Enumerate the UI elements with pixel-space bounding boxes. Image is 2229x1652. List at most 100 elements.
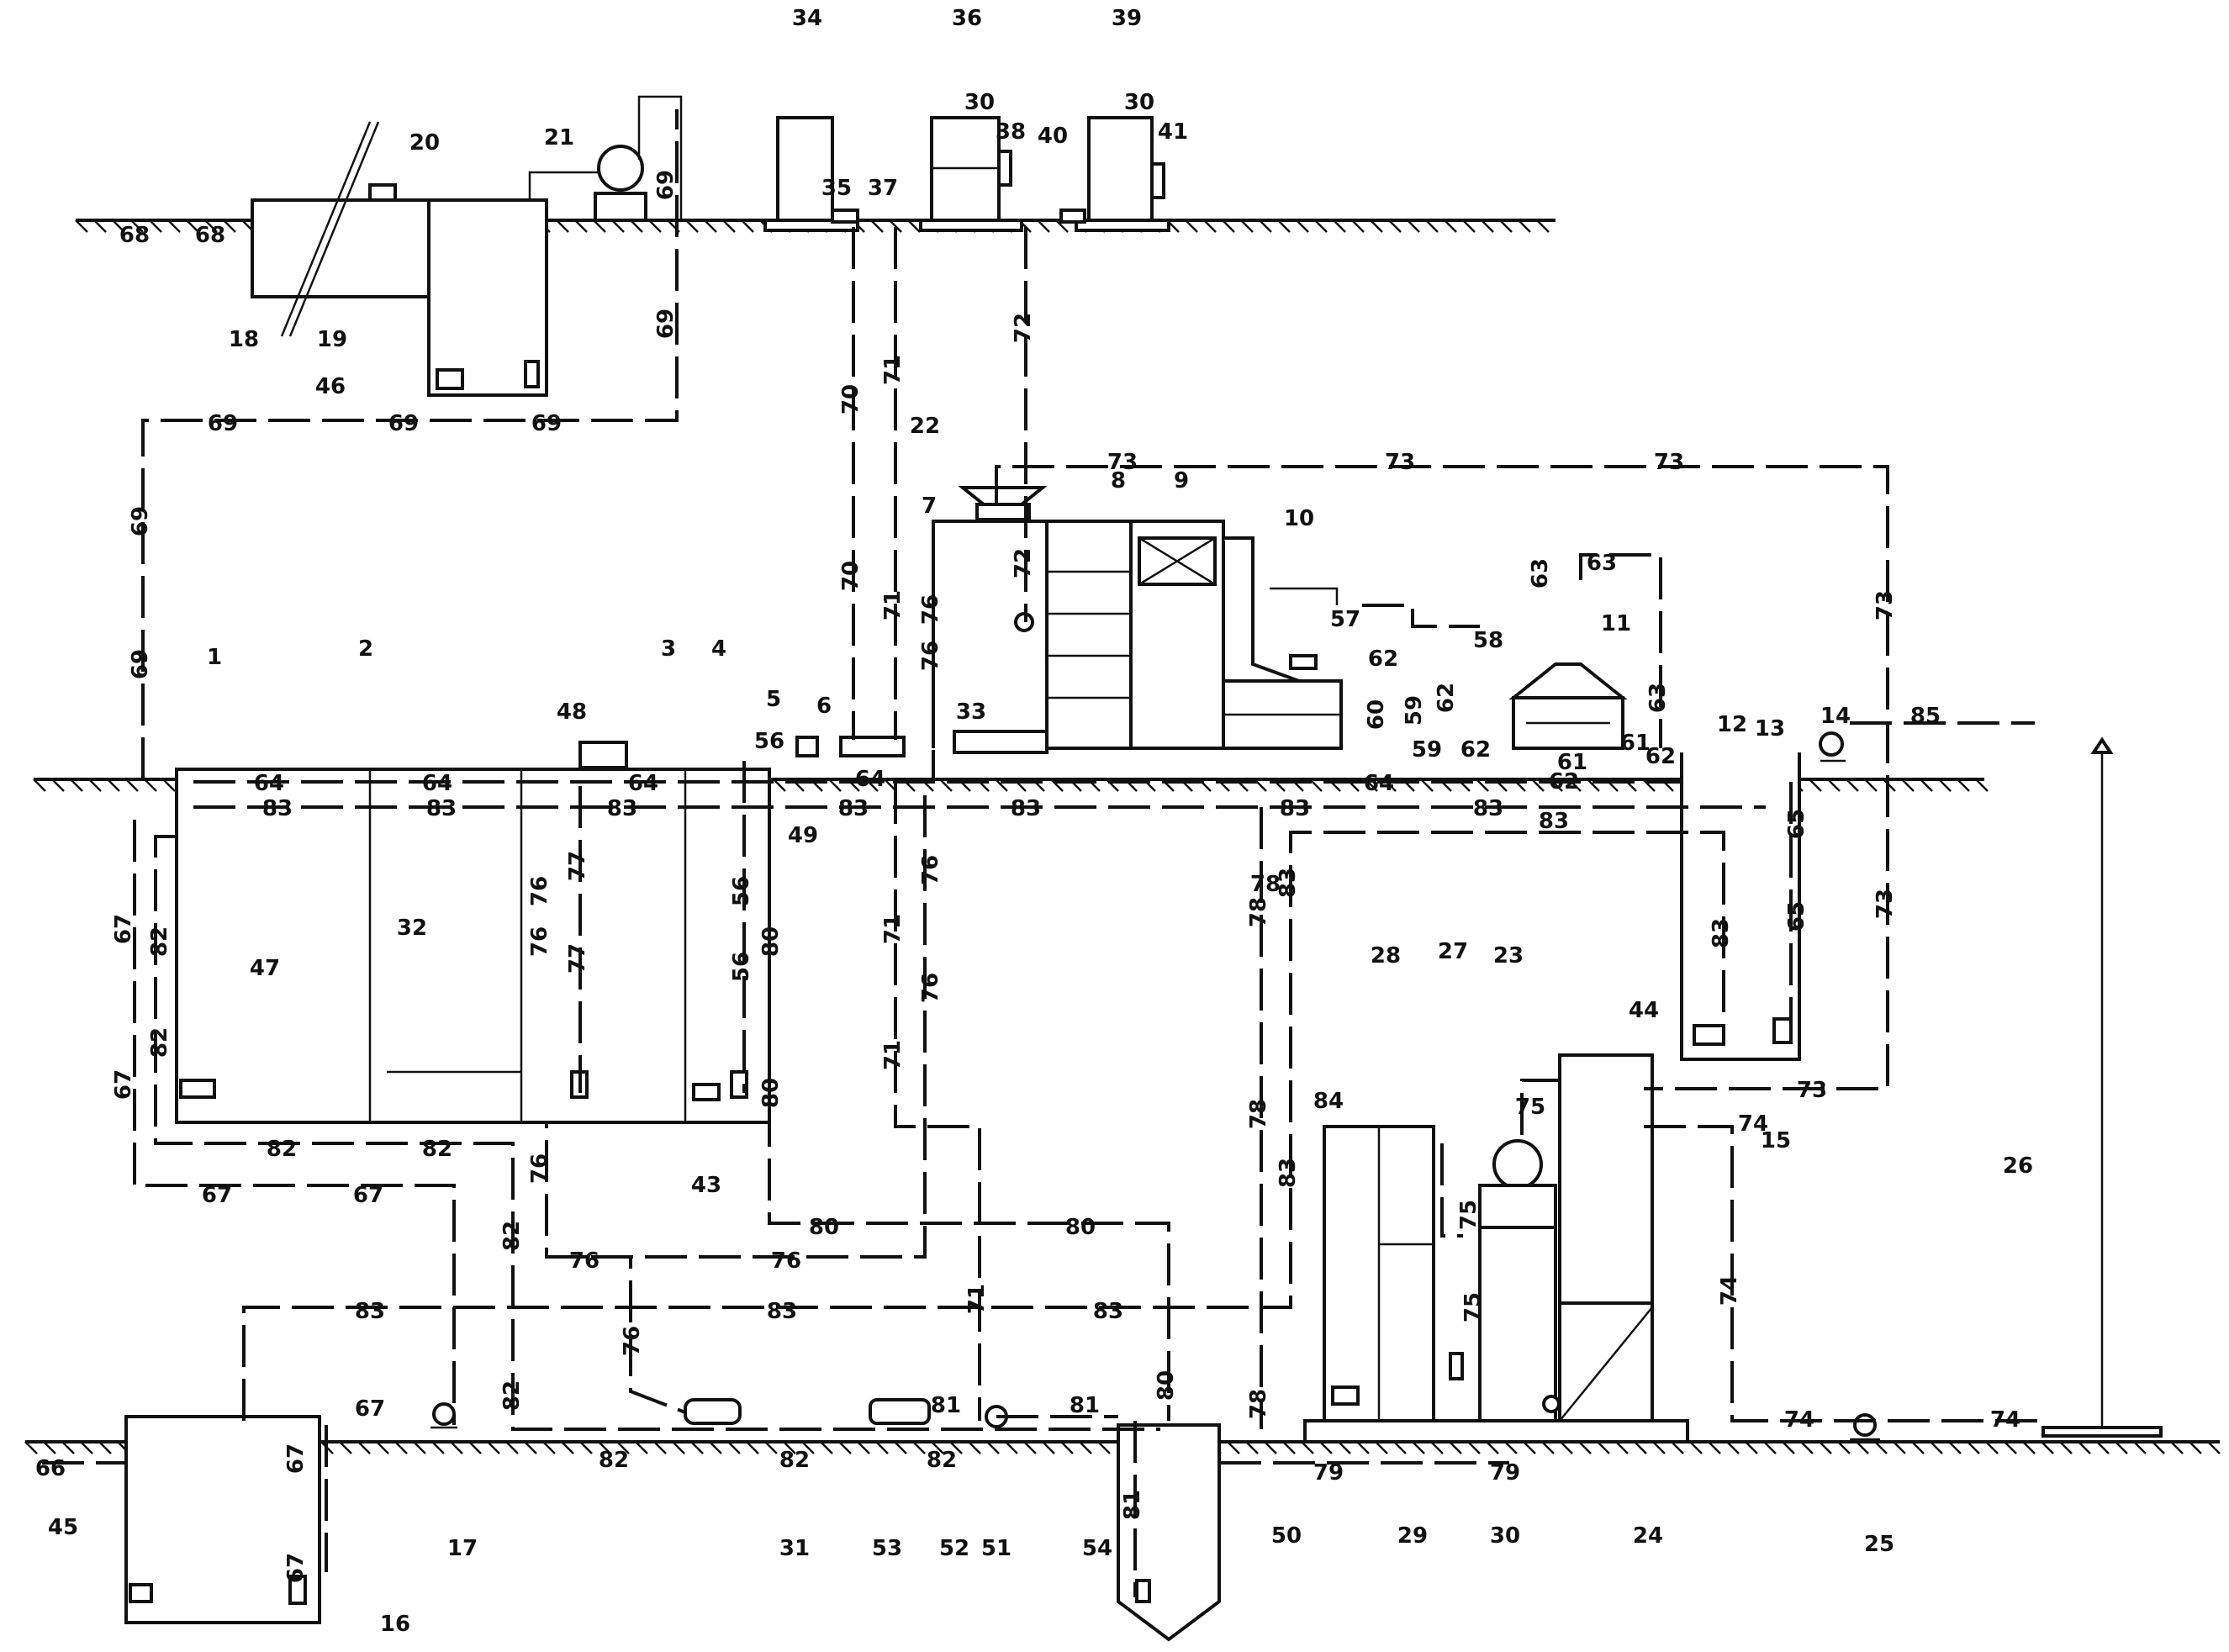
ref-label-56: 56 [729, 876, 754, 906]
ref-label-82: 82 [499, 1221, 525, 1251]
ref-label-76: 76 [527, 1153, 552, 1184]
ref-label-27: 27 [1438, 939, 1468, 964]
ref-label-22: 22 [910, 414, 940, 439]
ref-label-80: 80 [758, 926, 784, 957]
ref-label-62: 62 [1645, 744, 1676, 769]
ref-label-73: 73 [1797, 1078, 1827, 1103]
ref-label-74: 74 [1784, 1407, 1814, 1433]
ref-label-36: 36 [952, 6, 982, 31]
ref-label-71: 71 [964, 1284, 990, 1314]
ref-label-7: 7 [922, 493, 937, 519]
ref-label-70: 70 [838, 561, 864, 591]
packed-tower-9 [1129, 520, 1225, 750]
ref-label-78: 78 [1246, 1099, 1271, 1129]
well-13 [1680, 752, 1801, 1061]
ref-label-39: 39 [1112, 6, 1142, 31]
sump-16 [124, 1415, 321, 1624]
ref-label-79: 79 [1313, 1460, 1344, 1486]
ref-label-85: 85 [1910, 704, 1941, 729]
ref-label-80: 80 [758, 1078, 784, 1108]
ref-label-54: 54 [1082, 1536, 1112, 1561]
ref-label-48: 48 [557, 699, 587, 725]
ref-label-19: 19 [317, 327, 347, 352]
ref-label-82: 82 [779, 1448, 810, 1473]
ref-label-40: 40 [1038, 124, 1068, 149]
ref-label-63: 63 [1645, 683, 1671, 713]
ref-label-64: 64 [855, 767, 885, 792]
ref-label-69: 69 [128, 649, 153, 679]
ref-label-59: 59 [1402, 695, 1427, 726]
ref-label-67: 67 [283, 1553, 309, 1583]
ref-label-81: 81 [1070, 1393, 1100, 1418]
chemical-tank-34 [763, 116, 859, 232]
ref-label-13: 13 [1755, 716, 1785, 742]
ref-label-73: 73 [1872, 889, 1898, 919]
ref-label-8: 8 [1111, 468, 1126, 493]
ref-label-83: 83 [1473, 796, 1503, 821]
ref-label-75: 75 [1515, 1095, 1545, 1120]
ref-label-30: 30 [1124, 90, 1154, 115]
ref-label-10: 10 [1284, 506, 1314, 531]
treatment-tank-20 [368, 183, 548, 397]
ref-label-69: 69 [128, 506, 153, 536]
ref-label-1: 1 [207, 645, 222, 670]
ref-label-83: 83 [1539, 809, 1569, 834]
ref-label-78: 78 [1250, 872, 1281, 897]
ref-label-65: 65 [1784, 809, 1809, 839]
ref-label-67: 67 [283, 1444, 309, 1474]
ref-label-30: 30 [1490, 1523, 1520, 1549]
ref-label-30: 30 [964, 90, 995, 115]
ref-label-56: 56 [754, 729, 784, 754]
ref-label-82: 82 [147, 1027, 172, 1058]
ref-label-78: 78 [1246, 897, 1271, 927]
ref-label-75: 75 [1456, 1200, 1482, 1230]
ref-label-82: 82 [599, 1448, 629, 1473]
underground-tank-1-4 [175, 768, 771, 1124]
ref-label-64: 64 [1364, 771, 1394, 796]
ref-label-72: 72 [1011, 313, 1036, 343]
ref-label-83: 83 [426, 796, 457, 821]
ref-label-17: 17 [447, 1536, 478, 1561]
dosing-unit-36 [919, 116, 1023, 232]
ref-label-20: 20 [409, 130, 440, 156]
ref-label-82: 82 [267, 1137, 297, 1162]
ref-label-76: 76 [918, 855, 943, 885]
filter-column-8 [1045, 520, 1133, 750]
ref-label-69: 69 [208, 411, 238, 436]
ref-label-66: 66 [35, 1456, 66, 1481]
ref-label-73: 73 [1654, 450, 1684, 475]
ref-label-69: 69 [388, 411, 419, 436]
ref-label-73: 73 [1385, 450, 1415, 475]
device-48 [578, 741, 628, 769]
pump-25 [1850, 1413, 1880, 1441]
ref-label-64: 64 [628, 771, 658, 796]
ref-label-77: 77 [565, 851, 590, 881]
ref-label-2: 2 [358, 636, 373, 662]
ref-label-71: 71 [880, 355, 906, 385]
ref-label-83: 83 [1709, 918, 1734, 948]
ref-label-83: 83 [1276, 1158, 1301, 1188]
ref-label-83: 83 [767, 1299, 797, 1324]
ref-label-28: 28 [1371, 943, 1401, 969]
ref-label-50: 50 [1271, 1523, 1302, 1549]
valve-31 [684, 1398, 742, 1425]
ref-label-78: 78 [1246, 1389, 1271, 1419]
ref-label-12: 12 [1717, 712, 1747, 737]
ref-label-18: 18 [229, 327, 259, 352]
ref-label-76: 76 [527, 926, 552, 957]
ref-label-76: 76 [620, 1326, 645, 1356]
ref-label-62: 62 [1549, 769, 1579, 794]
ref-label-6: 6 [816, 694, 832, 719]
ref-label-76: 76 [569, 1248, 600, 1274]
ref-label-47: 47 [250, 956, 280, 981]
ref-label-53: 53 [872, 1536, 902, 1561]
ref-label-76: 76 [918, 594, 943, 625]
ref-label-61: 61 [1557, 750, 1587, 775]
ref-label-29: 29 [1397, 1523, 1428, 1549]
ref-label-76: 76 [771, 1248, 801, 1274]
sludge-bin-11 [1508, 662, 1628, 750]
ref-label-38: 38 [996, 119, 1026, 145]
ref-label-75: 75 [1460, 1292, 1486, 1322]
ref-label-14: 14 [1820, 704, 1851, 729]
